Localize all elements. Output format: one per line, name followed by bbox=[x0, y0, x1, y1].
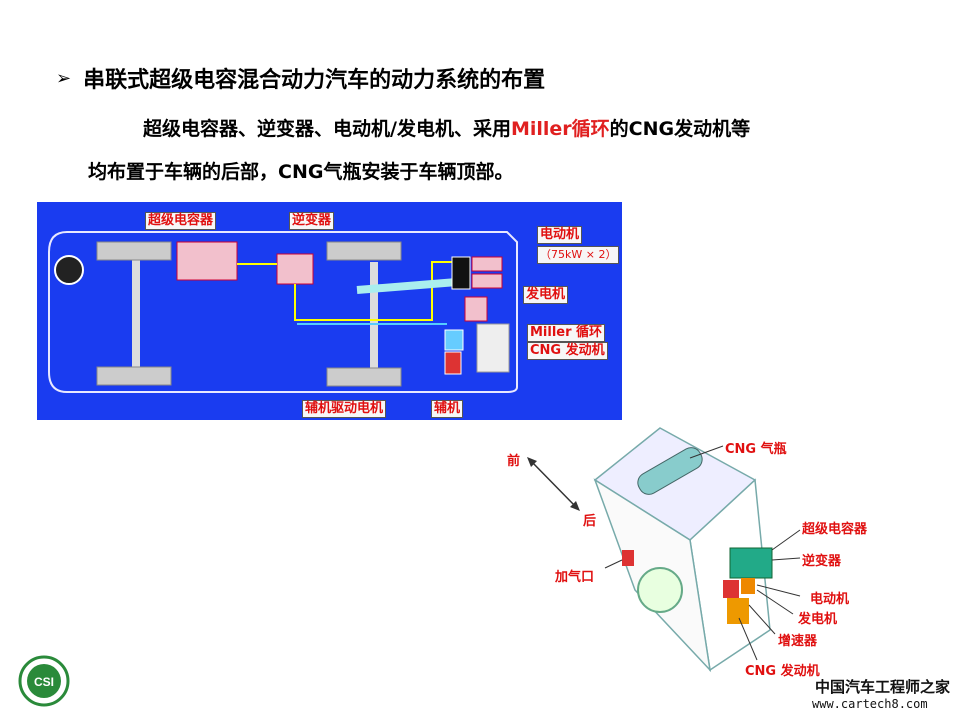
para-line1-post: 的CNG发动机等 bbox=[609, 118, 751, 140]
paragraph-line-1: 超级电容器、逆变器、电动机/发电机、采用Miller循环的CNG发动机等 bbox=[143, 120, 750, 139]
label-generator-3d: 发电机 bbox=[798, 612, 838, 627]
watermark-url: www.cartech8.com bbox=[812, 697, 928, 711]
label-rear: 后 bbox=[583, 514, 597, 529]
paragraph-line-2: 均布置于车辆的后部，CNG气瓶安装于车辆顶部。 bbox=[88, 161, 514, 183]
label-inverter-3d: 逆变器 bbox=[802, 554, 842, 569]
vehicle-3d-diagram: 前 后 加气口 CNG 气瓶 超级电容器 逆变器 电动机 发电机 增速器 CNG… bbox=[495, 420, 925, 690]
csi-logo-icon: CSI bbox=[18, 655, 70, 707]
label-front: 前 bbox=[507, 454, 521, 469]
label-motor-spec: （75kW × 2） bbox=[537, 246, 620, 264]
label-fuel-inlet: 加气口 bbox=[555, 570, 595, 585]
vehicle-3d-graphic bbox=[527, 427, 801, 673]
label-inverter: 逆变器 bbox=[289, 212, 335, 230]
logo-text: CSI bbox=[34, 675, 54, 689]
label-gearbox-3d: 增速器 bbox=[778, 634, 818, 649]
para-line1-pre: 超级电容器、逆变器、电动机/发电机、采用 bbox=[143, 118, 511, 140]
para-line1-highlight: Miller循环 bbox=[510, 118, 610, 140]
layout-diagram-graphic bbox=[48, 231, 518, 393]
label-cng-engine: CNG 发动机 bbox=[527, 342, 608, 360]
label-motor: 电动机 bbox=[537, 226, 583, 244]
arrow-bullet-icon: ➢ bbox=[56, 67, 72, 89]
label-aux-drive-motor: 辅机驱动电机 bbox=[302, 400, 387, 418]
label-generator: 发电机 bbox=[523, 286, 569, 304]
label-miller: Miller 循环 bbox=[527, 324, 606, 342]
label-supercap-3d: 超级电容器 bbox=[802, 522, 868, 537]
label-cng-engine-3d: CNG 发动机 bbox=[745, 664, 820, 679]
watermark-site-name: 中国汽车工程师之家 bbox=[815, 678, 951, 696]
label-motor-3d: 电动机 bbox=[810, 592, 850, 607]
label-supercap: 超级电容器 bbox=[145, 212, 217, 230]
layout-diagram-top-view: 超级电容器 逆变器 电动机 （75kW × 2） 发电机 Miller 循环 C… bbox=[37, 202, 622, 420]
slide-title: ➢ 串联式超级电容混合动力汽车的动力系统的布置 bbox=[56, 62, 545, 94]
label-aux: 辅机 bbox=[431, 400, 464, 418]
slide-title-text: 串联式超级电容混合动力汽车的动力系统的布置 bbox=[83, 68, 546, 93]
label-cng-tank: CNG 气瓶 bbox=[725, 442, 787, 457]
